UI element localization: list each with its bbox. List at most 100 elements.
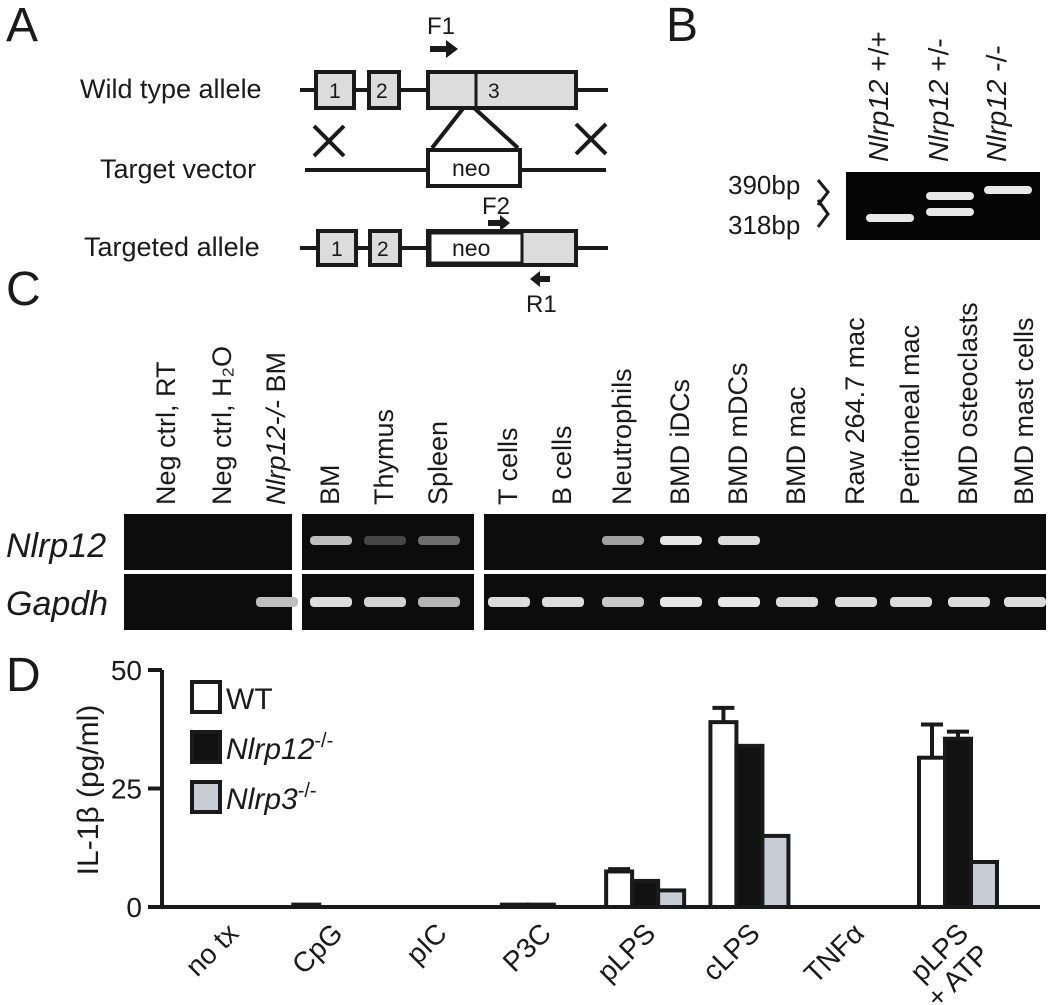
gel-band xyxy=(926,192,974,200)
expression-lane-label: Peritoneal mac xyxy=(895,325,925,505)
primer-f1-arrow xyxy=(430,40,458,58)
gapdh-band xyxy=(364,597,406,607)
gapdh-band xyxy=(310,597,352,607)
nlrp12-band xyxy=(718,536,760,545)
x-tick-label: pLPS xyxy=(591,917,661,987)
legend-label: Nlrp3-/- xyxy=(226,780,317,816)
legend-label: WT xyxy=(226,683,273,716)
bar xyxy=(525,902,556,910)
gapdh-band xyxy=(602,597,644,607)
band-318bp-label: 318bp xyxy=(728,210,800,240)
primer-f2-arrow xyxy=(488,215,510,231)
vector-neo-cassette xyxy=(426,148,522,188)
expression-lane-label: Neg ctrl, RT xyxy=(151,361,181,505)
primer-r1-arrow xyxy=(530,271,550,287)
ta-exon-1 xyxy=(316,229,358,267)
wt-exon-1 xyxy=(314,70,356,110)
x-tick-label: no tx xyxy=(179,917,244,982)
bar xyxy=(604,869,635,910)
expression-lane-label: Nlrp12-/- BM xyxy=(261,352,291,505)
bar xyxy=(943,736,973,909)
primer-f2-label: F2 xyxy=(482,193,510,220)
ta-neo-cassette xyxy=(428,231,524,265)
wild-type-label: Wild type allele xyxy=(80,74,262,104)
ta-neo-label: neo xyxy=(452,235,490,261)
legend-swatch xyxy=(190,730,222,764)
bar xyxy=(630,878,661,909)
wt-exon-2-label: 2 xyxy=(376,80,388,103)
targeted-allele-label: Targeted allele xyxy=(84,232,260,262)
genotype-lane-label: Nlrp12 +/+ xyxy=(863,31,894,162)
expression-lane-label: B cells xyxy=(547,425,577,505)
gapdh-band xyxy=(718,597,760,607)
gel-band xyxy=(984,186,1032,194)
x-tick-label: TNFα xyxy=(798,917,870,989)
primer-f1-label: F1 xyxy=(427,13,455,40)
target-vector-label: Target vector xyxy=(100,154,256,184)
panel-letter-a: A xyxy=(6,0,39,52)
x-tick-label: P3C xyxy=(497,917,557,977)
y-axis-label: IL-1β (pg/ml) xyxy=(72,705,105,876)
expression-lane-label: T cells xyxy=(493,427,523,505)
expression-lane-label: Thymus xyxy=(369,409,399,505)
expression-lane-label: BMD mac xyxy=(781,386,811,505)
bar xyxy=(969,859,999,909)
nlrp12-band xyxy=(418,536,460,545)
x-tick-label: CpG xyxy=(286,917,349,980)
legend-swatch xyxy=(190,680,222,714)
gapdh-band xyxy=(776,597,818,607)
panel-letter-c: C xyxy=(6,263,41,316)
gapdh-band xyxy=(1004,597,1046,607)
bar xyxy=(708,720,739,910)
gapdh-band xyxy=(660,597,702,607)
panel-letter-b: B xyxy=(666,0,699,52)
x-tick-label: cLPS xyxy=(696,917,765,986)
expression-lane-label: Neg ctrl, H₂O xyxy=(207,346,237,505)
ta-exon-2-label: 2 xyxy=(377,238,389,261)
gapdh-band xyxy=(890,597,932,607)
gapdh-band xyxy=(418,597,460,607)
gapdh-gel-strip xyxy=(302,574,474,630)
wt-exon-3-label: 3 xyxy=(488,80,500,103)
expression-lane-label: Raw 264.7 mac xyxy=(840,317,870,505)
bar xyxy=(656,888,687,909)
nlrp12-band xyxy=(660,536,702,545)
bar xyxy=(734,743,765,910)
genotype-lane-label: Nlrp12 +/- xyxy=(923,38,954,162)
gapdh-gel-strip xyxy=(124,574,292,630)
nlrp12-band xyxy=(602,536,644,545)
gel-band xyxy=(866,214,914,222)
ta-exon-2 xyxy=(368,229,402,267)
y-tick-label: 25 xyxy=(111,774,142,805)
panel-letter-d: D xyxy=(6,649,41,702)
legend-label: Nlrp12-/- xyxy=(226,730,333,766)
expression-lane-label: BMD mast cells xyxy=(1009,317,1039,505)
genotype-lane-label: Nlrp12 -/- xyxy=(981,45,1012,162)
vector-neo-label: neo xyxy=(452,155,490,181)
wt-exon-2 xyxy=(367,70,401,110)
band-390bp-label: 390bp xyxy=(728,170,800,200)
gapdh-gel-strip xyxy=(484,574,1046,630)
nlrp12-gel-strip xyxy=(484,514,1046,570)
gapdh-band xyxy=(948,597,990,607)
gel-band xyxy=(926,208,974,216)
gapdh-band xyxy=(835,597,877,607)
x-tick-label: pLPS+ ATP xyxy=(899,917,995,1005)
legend-swatch xyxy=(190,780,222,814)
nlrp12-gel-strip xyxy=(124,514,292,570)
gapdh-band xyxy=(256,597,298,607)
gapdh-band xyxy=(488,597,530,607)
gapdh-band xyxy=(542,597,584,607)
ta-exon-1-label: 1 xyxy=(331,238,343,261)
nlrp12-gel-strip xyxy=(302,514,474,570)
x-tick-label: pIC xyxy=(400,917,453,970)
nlrp12-band xyxy=(310,536,352,545)
expression-lane-label: BMD iDCs xyxy=(665,379,695,505)
expression-lane-label: BMD osteoclasts xyxy=(953,302,983,505)
genotyping-gel xyxy=(846,172,1040,240)
expression-lane-label: Spleen xyxy=(423,421,453,505)
